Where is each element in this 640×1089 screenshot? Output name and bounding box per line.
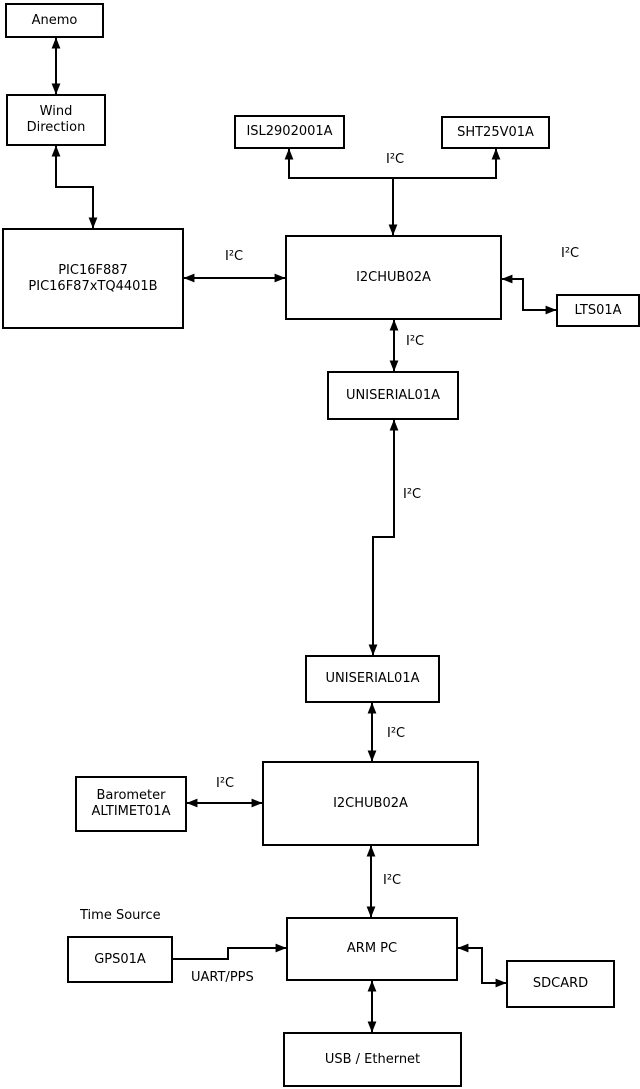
node-wind-direction: Wind Direction — [6, 94, 106, 146]
edge-label-i2c-bus-top: I²C — [386, 152, 405, 167]
edge-label-i2c-barometer-hub2: I²C — [216, 776, 235, 791]
node-pic16f887: PIC16F887 PIC16F87xTQ4401B — [2, 228, 184, 329]
node-arm-pc: ARM PC — [286, 917, 458, 981]
connector-gps-armpc — [173, 943, 287, 960]
node-sht25v01a: SHT25V01A — [441, 116, 550, 149]
node-usb-ethernet: USB / Ethernet — [283, 1032, 462, 1087]
edge-label-i2c-hub1-uniserial1: I²C — [406, 334, 425, 349]
annotation-time-source: Time Source — [80, 908, 161, 923]
edge-label-uart-pps: UART/PPS — [191, 970, 254, 985]
edge-label-i2c-hub1-lts: I²C — [561, 246, 580, 261]
connector-wind-pic — [51, 145, 98, 229]
node-lts01a: LTS01A — [556, 294, 640, 327]
connector-armpc-sdcard — [457, 943, 507, 988]
node-uniserial01a-bottom: UNISERIAL01A — [305, 655, 440, 703]
connector-uniserial1-uniserial2 — [368, 419, 399, 656]
node-isl2902001a: ISL2902001A — [234, 115, 345, 149]
node-i2chub02a-bottom: I2CHUB02A — [262, 761, 479, 846]
edge-label-i2c-hub2-armpc: I²C — [383, 873, 402, 888]
edge-label-i2c-uniserial2-hub2: I²C — [387, 726, 406, 741]
node-barometer-altimet01a: Barometer ALTIMET01A — [75, 776, 187, 832]
node-sdcard: SDCARD — [506, 960, 615, 1008]
node-gps01a: GPS01A — [67, 936, 173, 983]
node-i2chub02a-top: I2CHUB02A — [285, 235, 502, 320]
node-anemo: Anemo — [5, 3, 104, 38]
edge-label-i2c-uniserial1-uniserial2: I²C — [403, 487, 422, 502]
connector-hub1-lts — [501, 274, 557, 315]
edge-label-i2c-pic-hub1: I²C — [225, 249, 244, 264]
node-uniserial01a-top: UNISERIAL01A — [327, 371, 459, 420]
